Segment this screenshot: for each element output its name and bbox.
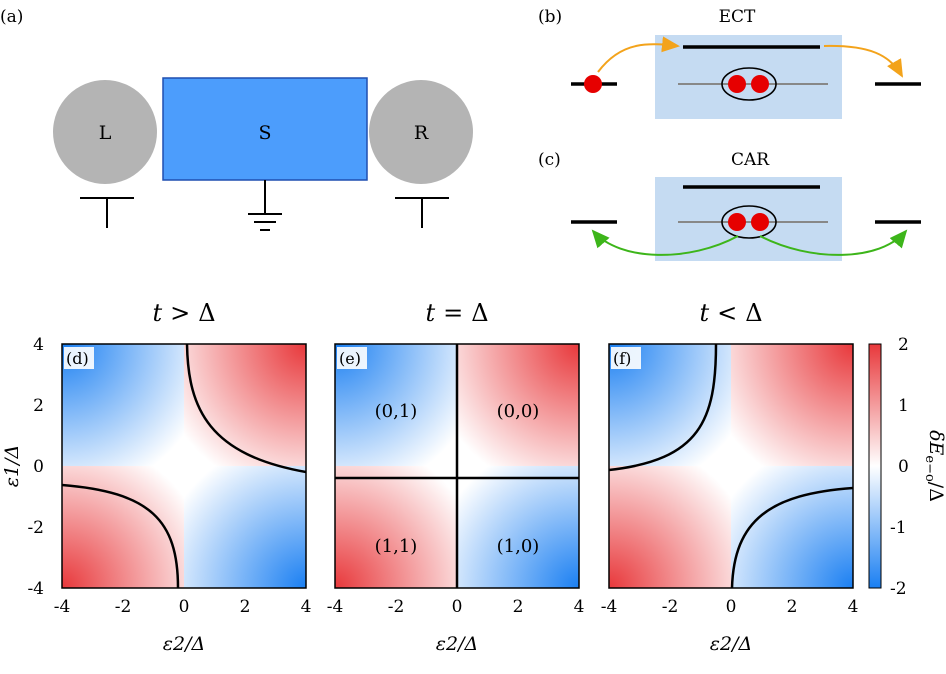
x-axis-e: -4 -2 0 2 4 [327, 597, 585, 617]
x-axis-label-d: ε2/Δ [163, 633, 205, 655]
colorbar-tick-label: 1 [898, 396, 909, 416]
x-axis-d: -4 -2 0 2 4 [54, 597, 312, 617]
x-axis-label-f: ε2/Δ [710, 633, 752, 655]
title-d: t>Δ [152, 299, 215, 327]
colorbar-ticks: 2 1 0 -1 -2 [890, 335, 909, 599]
lead-right [369, 80, 473, 184]
panel-label-d: (d) [66, 349, 89, 368]
quadrant-label-br: (1,0) [497, 536, 540, 557]
cooper-pair-icon [721, 205, 777, 239]
car-arrow-right [759, 229, 908, 256]
x-tick-label: 2 [787, 597, 798, 617]
panel-label-c: (c) [538, 150, 561, 170]
title-f: t<Δ [699, 299, 762, 327]
x-tick-label: 0 [179, 597, 190, 617]
x-tick-label: -4 [54, 597, 71, 617]
car-label: CAR [731, 150, 770, 170]
ground-icon [248, 180, 282, 231]
x-tick-label: -2 [662, 597, 679, 617]
ect-super-box [655, 35, 842, 119]
panel-label-e: (e) [339, 349, 361, 368]
y-tick-label: 4 [33, 335, 44, 355]
heatmap-d [62, 344, 306, 588]
ect-arrow-in [597, 36, 680, 73]
lead-left-label: L [99, 122, 112, 144]
x-tick-label: -2 [388, 597, 405, 617]
car-diagram: CAR [571, 150, 921, 261]
colorbar-tick-label: 2 [898, 335, 909, 355]
gate-right-icon [395, 197, 449, 228]
car-arrow-left [591, 229, 739, 256]
x-tick-label: 0 [452, 597, 463, 617]
x-tick-label: -4 [327, 597, 344, 617]
colorbar-tick-label: -2 [890, 579, 907, 599]
panel-label-a: (a) [0, 7, 23, 27]
x-tick-label: -4 [601, 597, 618, 617]
x-tick-label: 0 [726, 597, 737, 617]
colorbar-tick-label: -1 [890, 518, 907, 538]
heatmap-f [609, 344, 853, 588]
ect-diagram: ECT [571, 7, 921, 119]
y-tick-label: 0 [33, 457, 44, 477]
quadrant-label-bl: (1,1) [375, 536, 418, 557]
ect-label: ECT [719, 7, 756, 27]
y-axis: 4 2 0 -2 -4 [27, 335, 44, 599]
y-tick-label: 2 [33, 396, 44, 416]
x-tick-label: -2 [115, 597, 132, 617]
lead-right-label: R [414, 122, 429, 144]
y-tick-label: -2 [27, 518, 44, 538]
y-tick-label: -4 [27, 579, 44, 599]
x-tick-label: 4 [574, 597, 585, 617]
ect-arrow-out [823, 44, 903, 78]
x-tick-label: 4 [848, 597, 859, 617]
y-axis-label: ε1/Δ [1, 445, 23, 487]
colorbar-tick-label: 0 [898, 457, 909, 477]
colorbar [868, 343, 882, 589]
heatmap-e [335, 344, 579, 588]
title-e: t=Δ [425, 299, 488, 327]
x-axis-label-e: ε2/Δ [436, 633, 478, 655]
superconductor-label: S [258, 122, 271, 144]
gate-left-icon [80, 197, 134, 228]
x-tick-label: 2 [240, 597, 251, 617]
lead-left [53, 80, 157, 184]
panel-label-f: (f) [613, 349, 631, 368]
panel-label-b: (b) [538, 7, 562, 27]
device-schematic: L S R [53, 77, 473, 231]
quadrant-label-tr: (0,0) [497, 401, 540, 422]
colorbar-label: δEe−o/Δ [922, 430, 946, 502]
quadrant-label-tl: (0,1) [375, 401, 418, 422]
cooper-pair-icon [721, 67, 777, 101]
x-tick-label: 4 [301, 597, 312, 617]
superconductor [162, 77, 368, 181]
x-tick-label: 2 [513, 597, 524, 617]
car-super-box [655, 177, 842, 261]
x-axis-f: -4 -2 0 2 4 [601, 597, 859, 617]
electron-dot [584, 75, 602, 93]
